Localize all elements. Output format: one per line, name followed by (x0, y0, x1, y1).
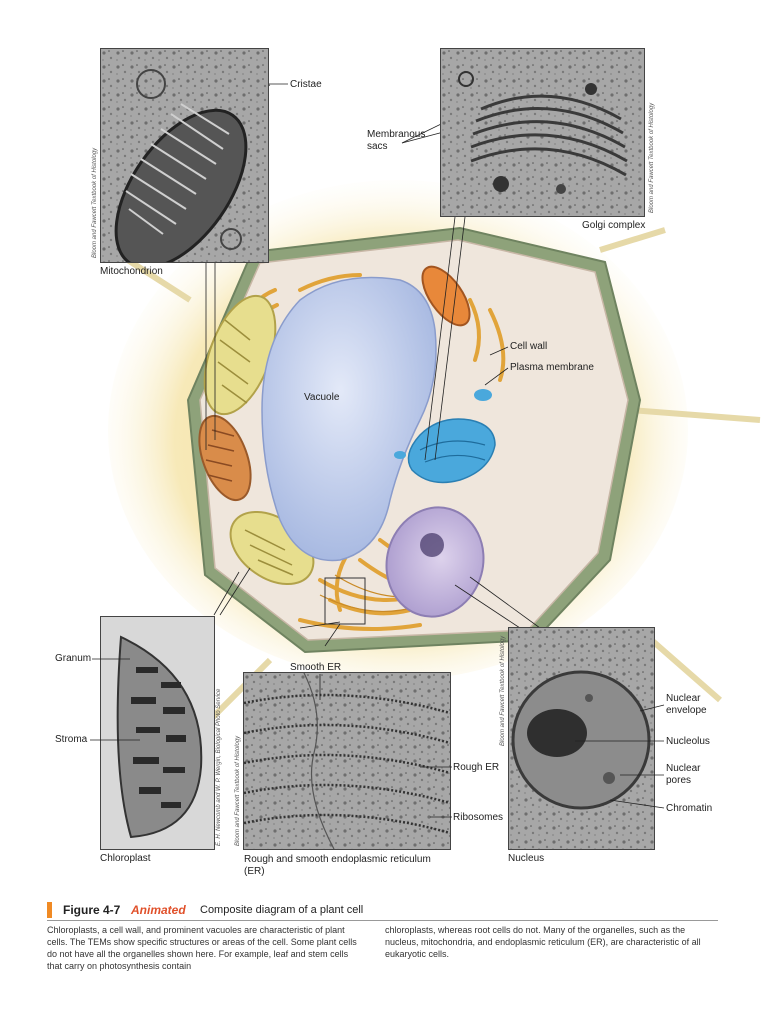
credit-chloroplast: E. H. Newcomb and W. P. Wergin, Biologic… (216, 688, 222, 846)
credit-mitochondrion: Bloom and Fawcett Textbook of Histology (92, 147, 98, 258)
label-nucleus: Nucleus (508, 853, 545, 864)
label-stroma: Stroma (55, 734, 88, 745)
plant-cell-diagram (108, 83, 761, 723)
vacuole-organelle (261, 276, 437, 562)
label-cell-wall: Cell wall (510, 341, 548, 352)
golgi-tem (440, 48, 645, 217)
label-ticks (90, 658, 665, 818)
figure-number: Figure 4-7 (63, 903, 121, 917)
golgi-organelle (394, 389, 496, 484)
chloroplast-tem (100, 616, 215, 850)
er-highlight-box (324, 577, 366, 625)
neighbour-cell-lines (118, 227, 761, 723)
nucleus-organelle (385, 506, 485, 618)
mitochondrion-tem (100, 48, 269, 263)
label-chloroplast: Chloroplast (100, 853, 151, 864)
mitochondrion-organelle (198, 414, 252, 502)
er-tem (243, 672, 451, 850)
label-golgi-complex: Golgi complex (582, 220, 646, 231)
caption-text-right: chloroplasts, whereas root cells do not.… (385, 925, 701, 959)
caption-rule (47, 920, 718, 921)
label-granum: Granum (55, 653, 92, 664)
label-smooth-er: Smooth ER (290, 662, 342, 673)
label-cristae: Cristae (290, 79, 322, 90)
label-mitochondrion: Mitochondrion (100, 266, 163, 277)
label-rough-er: Rough ER (453, 762, 500, 773)
label-nuclear-pores: Nuclear pores (666, 763, 701, 786)
label-nuclear-envelope: Nuclear envelope (666, 693, 707, 716)
label-nucleolus: Nucleolus (666, 736, 710, 747)
label-rough-smooth-er: Rough and smooth endoplasmic reticulum (… (244, 854, 431, 877)
figure-title: Composite diagram of a plant cell (200, 904, 364, 916)
label-plasma-membrane: Plasma membrane (510, 362, 594, 373)
nucleus-tem (508, 627, 655, 850)
credit-er: Bloom and Fawcett Textbook of Histology (235, 735, 241, 846)
animated-label: Animated (131, 903, 186, 917)
label-chromatin: Chromatin (666, 803, 713, 814)
mitochondrion-organelle-2 (421, 265, 471, 327)
caption-accent-bar (47, 902, 52, 918)
label-membranous-sacs: Membranous sacs (367, 129, 426, 152)
caption-text-left: Chloroplasts, a cell wall, and prominent… (47, 925, 357, 971)
credit-nucleus: Bloom and Fawcett Textbook of Histology (500, 635, 506, 746)
credit-golgi: Bloom and Fawcett Textbook of Histology (649, 102, 655, 213)
label-vacuole: Vacuole (304, 392, 340, 403)
label-ribosomes: Ribosomes (453, 812, 504, 823)
